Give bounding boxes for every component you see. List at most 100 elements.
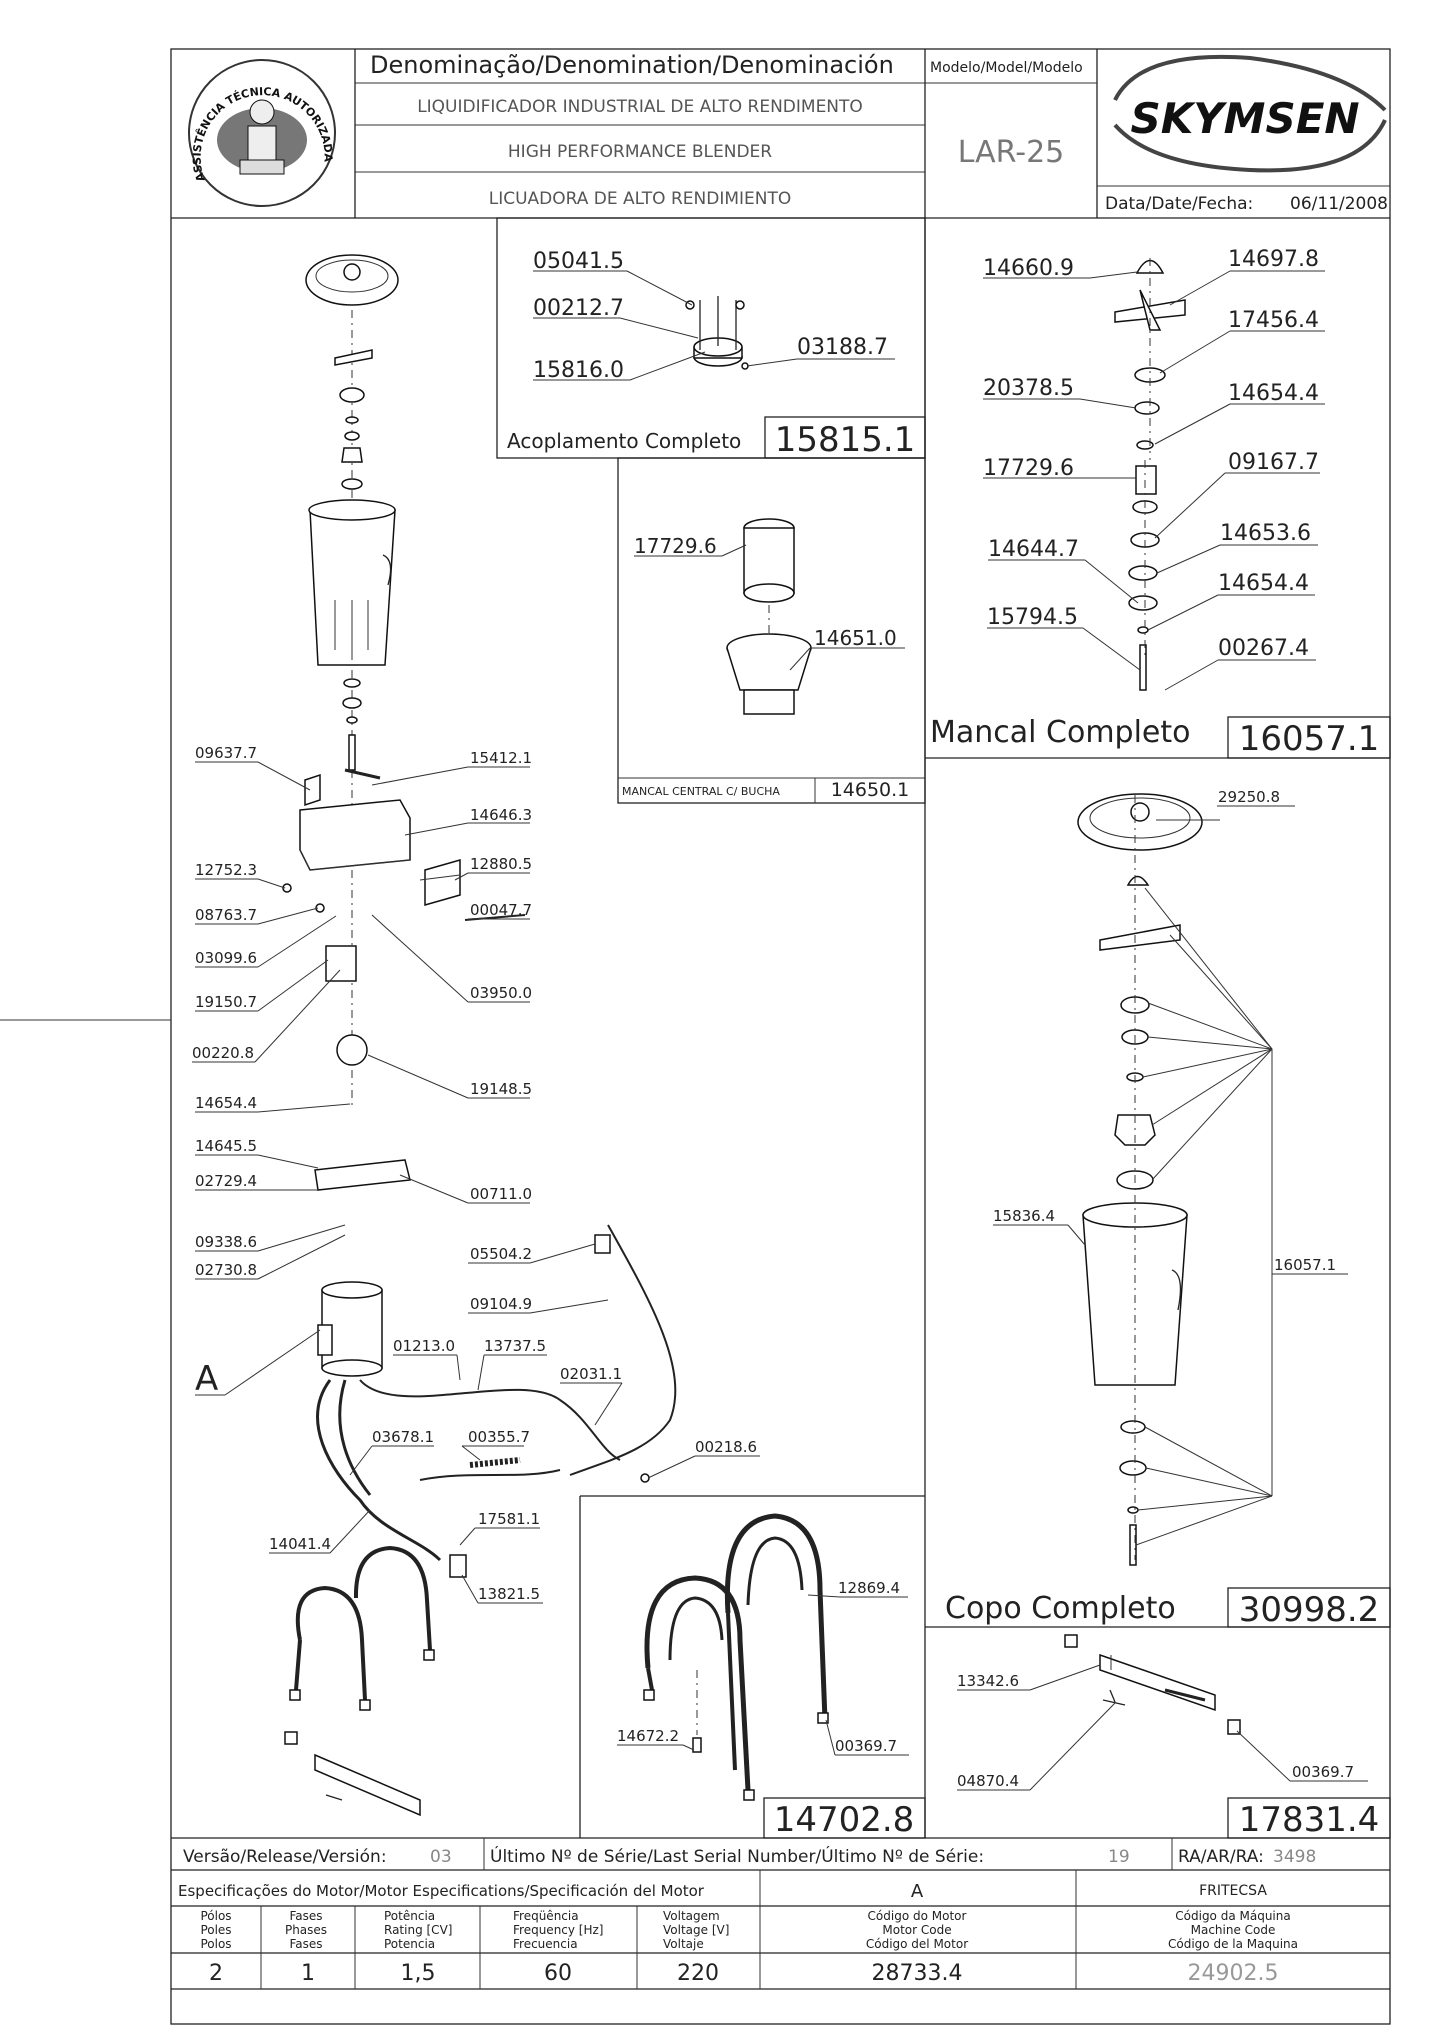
coupling-label: 05041.5 (533, 249, 624, 274)
col-header-line: Código de la Maquina (1168, 1937, 1298, 1951)
main-label: 09637.7 (195, 744, 257, 762)
main-label: 13821.5 (478, 1585, 540, 1603)
col-header-line: Frequency [Hz] (513, 1923, 604, 1937)
central-label: 14651.0 (814, 626, 897, 650)
stand-parts (617, 1513, 909, 1801)
bearing-title: Mancal Completo (930, 715, 1191, 750)
spec-value-voltage: 220 (677, 1961, 719, 1986)
bracket-parts (957, 1634, 1368, 1791)
cup-label: 16057.1 (1274, 1256, 1336, 1274)
main-label: 00047.7 (470, 901, 532, 919)
brand-logo: SKYMSEN (1113, 54, 1387, 173)
col-header-line: Potência (384, 1909, 435, 1923)
main-label: 02730.8 (195, 1261, 257, 1279)
col-header-line: Machine Code (1191, 1923, 1276, 1937)
ra-label: RA/AR/RA: (1178, 1847, 1264, 1867)
date-value: 06/11/2008 (1290, 194, 1388, 214)
stand-code: 14702.8 (774, 1800, 915, 1840)
spec-value-phases: 1 (301, 1961, 315, 1986)
col-header-line: Phases (285, 1923, 327, 1937)
col-header-line: Fases (289, 1909, 322, 1923)
bearing-label: 14654.4 (1218, 571, 1309, 596)
col-header-line: Motor Code (882, 1923, 951, 1937)
central-title: MANCAL CENTRAL C/ BUCHA (622, 785, 780, 798)
main-label: 17581.1 (478, 1510, 540, 1528)
main-label: 14654.4 (195, 1094, 257, 1112)
main-label: 02729.4 (195, 1172, 257, 1190)
bearing-label: 09167.7 (1228, 450, 1319, 475)
col-header-line: Voltage [V] (663, 1923, 729, 1937)
coupling-title: Acoplamento Completo (507, 429, 741, 453)
main-label: 19148.5 (470, 1080, 532, 1098)
cup-label: 15836.4 (993, 1207, 1055, 1225)
bearing-label: 20378.5 (983, 376, 1074, 401)
coupling-label: 15816.0 (533, 358, 624, 383)
bearing-label: 17729.6 (983, 456, 1074, 481)
coupling-code: 15815.1 (775, 420, 916, 460)
bracket-label: 04870.4 (957, 1772, 1019, 1790)
coupling-parts (533, 270, 895, 381)
main-label: 03950.0 (470, 984, 532, 1002)
name-es: LICUADORA DE ALTO RENDIMIENTO (489, 189, 792, 209)
bearing-label: 14653.6 (1220, 521, 1311, 546)
cup-title: Copo Completo (945, 1591, 1176, 1626)
main-label: 12880.5 (470, 855, 532, 873)
col-header-line: Código da Máquina (1175, 1909, 1290, 1923)
serial-label: Último Nº de Série/Last Serial Number/Úl… (490, 1845, 984, 1867)
central-bearing-parts (634, 518, 905, 715)
drawing-frame (170, 48, 1391, 2025)
bearing-label: 14654.4 (1228, 381, 1319, 406)
subassembly-frames (496, 217, 1391, 1839)
main-exploded-parts (192, 254, 760, 1817)
central-label: 17729.6 (634, 534, 717, 558)
manufacturer: FRITECSA (1199, 1883, 1267, 1899)
bracket-code: 17831.4 (1239, 1800, 1380, 1840)
motor-spec-label: Especificações do Motor/Motor Especifica… (178, 1882, 705, 1900)
main-label: 14041.4 (269, 1535, 331, 1553)
model-code: LAR-25 (958, 135, 1065, 170)
central-code: 14650.1 (831, 779, 910, 801)
main-label: 19150.7 (195, 993, 257, 1011)
ra-value: 3498 (1273, 1847, 1316, 1867)
cup-code: 30998.2 (1239, 1590, 1380, 1630)
coupling-label: 03188.7 (797, 335, 888, 360)
main-label: 08763.7 (195, 906, 257, 924)
spec-value-machine-code: 24902.5 (1188, 1961, 1279, 1986)
stand-label: 14672.2 (617, 1727, 679, 1745)
col-header-line: Pólos (200, 1909, 231, 1923)
bearing-assembly-parts (983, 258, 1325, 691)
bearing-label: 00267.4 (1218, 636, 1309, 661)
name-pt: LIQUIDIFICADOR INDUSTRIAL DE ALTO RENDIM… (417, 97, 863, 117)
main-label: 01213.0 (393, 1337, 455, 1355)
cup-label: 29250.8 (1218, 788, 1280, 806)
main-label: 13737.5 (484, 1337, 546, 1355)
main-label: 00355.7 (468, 1428, 530, 1446)
bracket-label: 13342.6 (957, 1672, 1019, 1690)
main-label: 05504.2 (470, 1245, 532, 1263)
motor-reference-label: A (195, 1359, 218, 1399)
name-en: HIGH PERFORMANCE BLENDER (508, 142, 772, 162)
spec-value-poles: 2 (209, 1961, 223, 1986)
main-label: 02031.1 (560, 1365, 622, 1383)
col-header-line: Poles (200, 1923, 231, 1937)
spec-value-frequency: 60 (544, 1961, 572, 1986)
col-header-line: Polos (200, 1937, 231, 1951)
bearing-label: 14644.7 (988, 537, 1079, 562)
main-label: 09104.9 (470, 1295, 532, 1313)
bearing-label: 14697.8 (1228, 247, 1319, 272)
footer-table (171, 1837, 1390, 1990)
bearing-code: 16057.1 (1239, 719, 1380, 759)
col-header-line: Código do Motor (868, 1909, 967, 1923)
main-label: 09338.6 (195, 1233, 257, 1251)
motor-ref: A (911, 1881, 924, 1902)
col-header-line: Fases (289, 1937, 322, 1951)
col-header-line: Freqüência (513, 1909, 579, 1923)
authorized-service-seal: ASSISTÊNCIA TÉCNICA AUTORIZADA (188, 59, 336, 207)
version-label: Versão/Release/Versión: (183, 1847, 387, 1867)
stand-label: 00369.7 (835, 1737, 897, 1755)
brand-name: SKYMSEN (1130, 94, 1359, 143)
col-header-line: Voltagem (663, 1909, 720, 1923)
col-header-line: Potencia (384, 1937, 435, 1951)
col-header-line: Código del Motor (866, 1937, 968, 1951)
